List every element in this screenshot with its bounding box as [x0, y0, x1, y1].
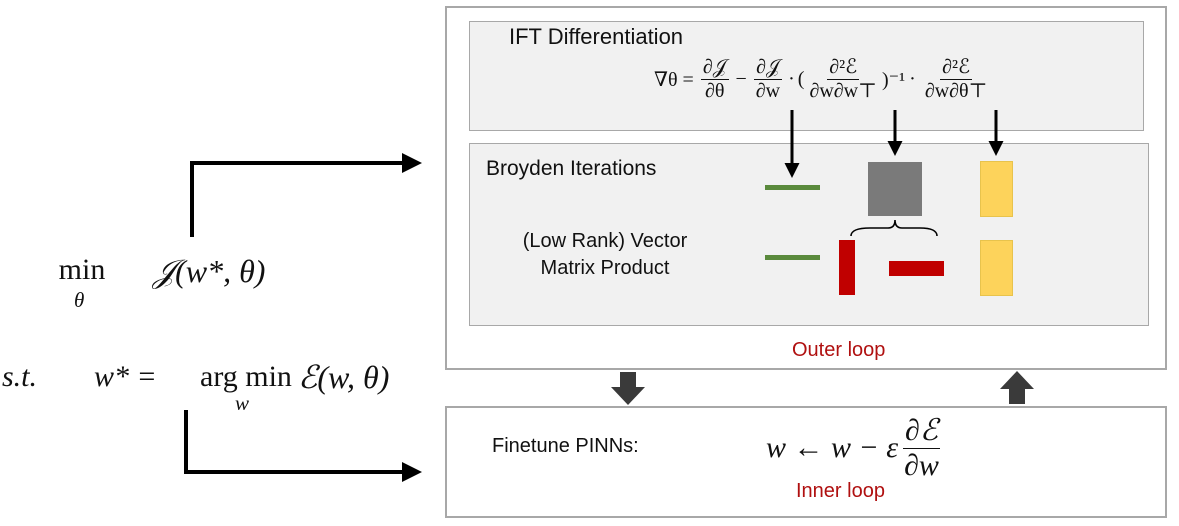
yellow-block-top [980, 161, 1013, 217]
formula-close-paren-inverse: )⁻¹ [881, 68, 906, 91]
outer-to-inner-arrow [611, 372, 645, 405]
update-numerator: ∂ℰ [903, 414, 941, 449]
formula-dot2: · [909, 67, 916, 90]
term4-numerator: ∂²ℰ [940, 55, 973, 80]
term2-numerator: ∂𝒥 [754, 55, 782, 80]
constraint-argmin: arg min [200, 360, 292, 394]
inner-loop-label: Inner loop [796, 480, 885, 502]
term3-denominator: ∂w∂w⊤ [809, 79, 877, 102]
argmin-operator: arg min [200, 360, 292, 393]
update-rule: w ← w − ε ∂ℰ ∂w [766, 415, 944, 481]
argmin-subscript: w [235, 391, 250, 415]
constraint-st: s.t. [2, 360, 37, 394]
constraint-to-inner-arrow [184, 410, 422, 482]
formula-open-paren: ( [797, 67, 805, 90]
green-vector-bar-top [765, 185, 820, 190]
constraint-lhs-text: w* = [94, 360, 157, 393]
formula-term2: ∂𝒥 ∂w [754, 55, 782, 102]
broyden-iterations-box [469, 143, 1149, 326]
ift-formula: ∇θ = ∂𝒥 ∂θ − ∂𝒥 ∂w · ( ∂²ℰ ∂w∂w⊤ )⁻¹ · ∂… [654, 54, 992, 104]
red-horizontal-block [889, 261, 944, 276]
formula-term1: ∂𝒥 ∂θ [700, 55, 729, 102]
update-denominator: ∂w [904, 448, 939, 482]
outer-loop-label: Outer loop [792, 339, 886, 361]
formula-minus: − [735, 67, 747, 90]
inner-loop-box [445, 406, 1167, 518]
vmp-label-line1: (Low Rank) Vector [522, 230, 688, 252]
red-vertical-block [839, 240, 855, 295]
term2-denominator: ∂w [755, 79, 781, 102]
update-lhs: w ← w − ε [766, 431, 899, 464]
min-operator: min [58, 253, 106, 286]
update-fraction: ∂ℰ ∂w [902, 415, 941, 481]
formula-term3: ∂²ℰ ∂w∂w⊤ [807, 55, 878, 102]
ift-differentiation-box [469, 21, 1144, 131]
yellow-block-bottom [980, 240, 1013, 296]
objective-function: 𝒥(w*, θ) [153, 253, 265, 291]
objective-min: min [50, 255, 114, 285]
formula-lhs: ∇θ = [654, 68, 694, 91]
formula-dot1: · [788, 67, 795, 90]
constraint-energy: ℰ(w, θ) [298, 358, 389, 396]
inner-to-outer-arrow [1000, 371, 1034, 404]
gray-hessian-block [868, 162, 922, 216]
objective-to-outer-arrow [190, 153, 422, 237]
constraint-argmin-subscript: w [235, 391, 249, 416]
low-rank-brace [850, 219, 938, 237]
min-subscript: θ [74, 288, 85, 312]
finetune-label: Finetune PINNs: [492, 435, 639, 457]
ift-title: IFT Differentiation [509, 24, 684, 49]
objective-expression: 𝒥(w*, θ) [153, 253, 266, 289]
energy-expression: ℰ(w, θ) [298, 359, 390, 395]
vmp-label-line2: Matrix Product [540, 257, 670, 279]
term3-numerator: ∂²ℰ [827, 55, 860, 80]
term1-denominator: ∂θ [704, 79, 725, 102]
green-vector-bar-bottom [765, 255, 820, 260]
formula-term4: ∂²ℰ ∂w∂θ⊤ [923, 55, 990, 102]
objective-min-subscript: θ [74, 288, 84, 313]
term1-numerator: ∂𝒥 [700, 55, 729, 80]
broyden-title: Broyden Iterations [486, 157, 657, 180]
st-label: s.t. [2, 360, 38, 393]
constraint-lhs: w* = [94, 360, 157, 394]
term4-denominator: ∂w∂θ⊤ [924, 79, 988, 102]
